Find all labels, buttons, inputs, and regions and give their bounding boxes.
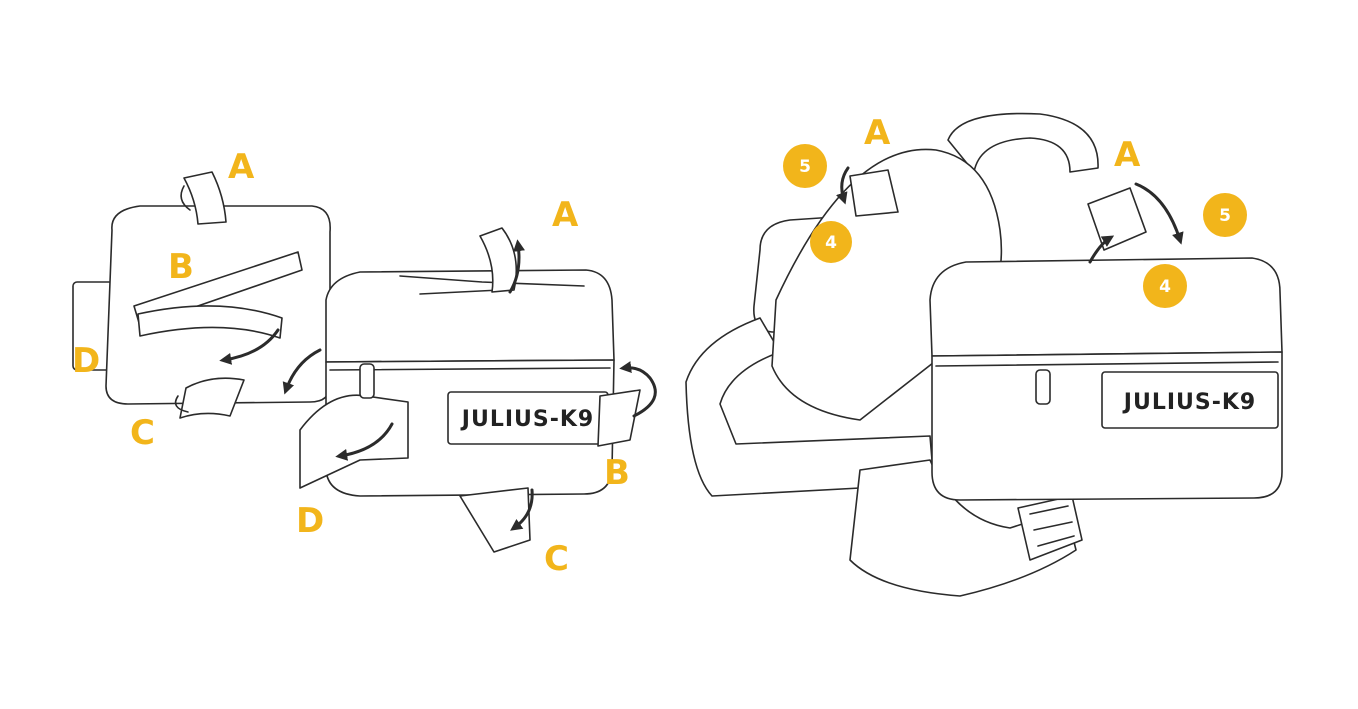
large-side-bag [299, 227, 657, 553]
arrow-right-4 [1088, 235, 1115, 264]
strap-b-small [137, 305, 283, 339]
strap-b-large [597, 389, 641, 447]
arrow-right-5 [1134, 182, 1184, 245]
small-side-bag [72, 171, 331, 419]
harness-belly-strap [685, 317, 935, 497]
strap-c-small [179, 377, 245, 419]
arrow-small-d [282, 348, 322, 395]
strap-d-large [299, 394, 409, 489]
svg-text:4: 4 [1159, 277, 1171, 297]
arrow-large-c [510, 488, 534, 531]
label-large-b: B [604, 453, 630, 493]
label-large-a: A [552, 195, 579, 235]
label-large-d: D [296, 501, 324, 541]
badge-five-left: 5 [783, 144, 827, 188]
zipper-pull-left [359, 363, 375, 399]
label-a-left: A [864, 113, 891, 153]
strap-a-large [479, 227, 518, 293]
arrow-large-a [508, 239, 525, 294]
brand-label-right: JULIUS-K9 [1122, 390, 1256, 415]
harness-chest-strap [849, 459, 1077, 597]
harness-right-bag-top [929, 257, 1283, 357]
svg-text:5: 5 [1219, 206, 1231, 226]
label-small-d: D [72, 341, 100, 381]
svg-text:5: 5 [799, 157, 811, 177]
harness-assembly [685, 112, 1283, 597]
strap-a-small [183, 171, 227, 225]
arrow-large-b [619, 361, 657, 418]
badge-four-left: 4 [810, 221, 852, 263]
zipper-pull-right [1035, 369, 1051, 405]
harness-handle [947, 112, 1099, 173]
label-small-b: B [168, 247, 194, 287]
brand-patch-right [1101, 371, 1279, 429]
arrow-large-d [335, 422, 394, 461]
label-large-c: C [544, 539, 569, 579]
label-small-c: C [130, 413, 155, 453]
brand-label-left: JULIUS-K9 [460, 407, 594, 432]
svg-text:4: 4 [825, 233, 837, 253]
strap-c-large [459, 487, 531, 553]
arrow-left-5 [836, 166, 850, 205]
arrow-small-b [219, 328, 280, 365]
strap-a-right [1087, 187, 1147, 251]
strap-a-left [849, 169, 899, 217]
badge-four-right: 4 [1143, 264, 1187, 308]
badge-five-right: 5 [1203, 193, 1247, 237]
label-a-right: A [1114, 135, 1141, 175]
label-small-a: A [228, 147, 255, 187]
large-bag-top [325, 269, 615, 363]
